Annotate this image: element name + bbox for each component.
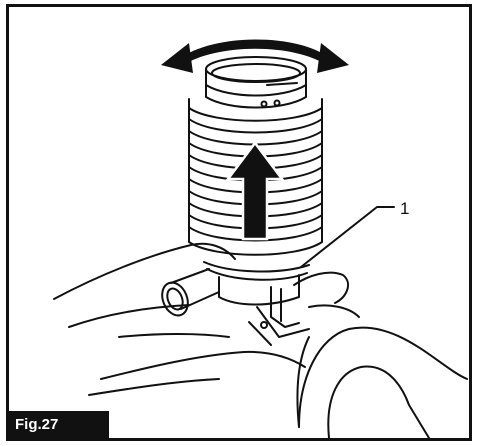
base-collar	[203, 261, 310, 306]
figure-frame: 1 Fig.27	[6, 4, 472, 441]
up-arrow-icon	[225, 140, 285, 241]
rotate-arrow-icon	[161, 39, 349, 73]
filter-removal-illustration	[53, 39, 468, 438]
hand-outline	[53, 242, 360, 396]
lock-lever	[248, 286, 310, 346]
top-cap	[205, 56, 307, 109]
figure-label: Fig.27	[9, 411, 109, 438]
side-nozzle	[161, 268, 220, 317]
callout-number-1: 1	[400, 199, 410, 218]
hose-pipe	[296, 326, 468, 438]
callout-leader-1	[300, 206, 395, 268]
